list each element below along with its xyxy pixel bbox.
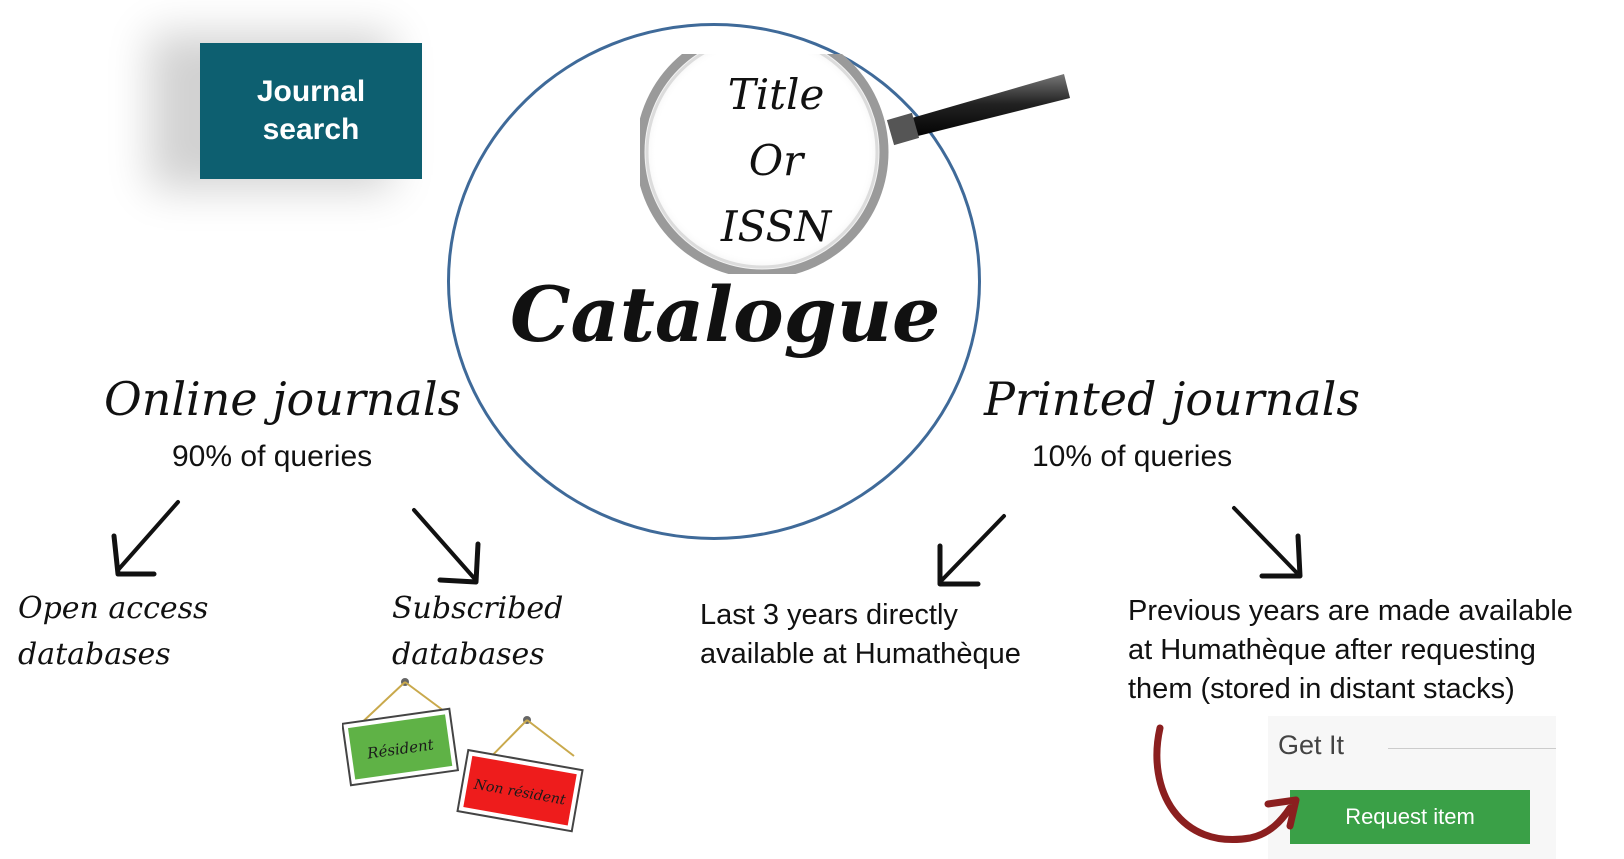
open-access-line2: databases: [18, 637, 171, 672]
arrow-down-right-icon: [412, 508, 481, 585]
catalogue-title: Catalogue: [510, 270, 941, 359]
journal-search-line1: Journal: [256, 75, 366, 108]
get-it-divider: [1388, 748, 1556, 749]
arrow-down-left-icon: [937, 514, 1006, 587]
printed-journals-title: Printed journals: [984, 372, 1360, 426]
open-access-line1: Open access: [18, 591, 209, 626]
subscribed-line2: databases: [392, 637, 545, 672]
catalogue-circle: [447, 23, 981, 540]
subscribed-label: Subscribed databases: [392, 586, 563, 678]
recent-years-line2: available at Humathèque: [700, 638, 1021, 670]
curved-arrow-icon: [1153, 724, 1300, 843]
lens-issn: ISSN: [720, 202, 832, 251]
journal-search-line2: search: [262, 113, 360, 146]
previous-years-text: Previous years are made available at Hum…: [1128, 592, 1573, 709]
recent-years-text: Last 3 years directly available at Humat…: [700, 596, 1021, 674]
open-access-label: Open access databases: [18, 586, 208, 678]
previous-years-line3: them (stored in distant stacks): [1128, 673, 1515, 705]
lens-text: Title Or ISSN: [666, 62, 886, 260]
online-journals-title: Online journals: [104, 372, 462, 426]
arrow-down-left-icon: [111, 500, 180, 577]
journal-search-box: Journal search: [200, 43, 422, 179]
lens-or: Or: [748, 136, 804, 185]
printed-journals-share: 10% of queries: [1032, 440, 1233, 473]
magnifier-icon: [640, 54, 1070, 274]
request-item-button[interactable]: Request item: [1290, 790, 1530, 844]
resident-signs: Résident Non résident: [342, 678, 584, 833]
non-resident-sign-fill: [463, 755, 577, 826]
get-it-panel: Get It Request item: [1268, 716, 1556, 859]
online-journals-share: 90% of queries: [172, 440, 373, 473]
previous-years-line2: at Humathèque after requesting: [1128, 634, 1536, 666]
arrow-down-right-icon: [1232, 506, 1303, 579]
previous-years-line1: Previous years are made available: [1128, 595, 1573, 627]
subscribed-line1: Subscribed: [392, 591, 564, 626]
get-it-label: Get It: [1278, 730, 1345, 760]
recent-years-line1: Last 3 years directly: [700, 599, 958, 631]
lens-title: Title: [727, 70, 825, 119]
resident-sign-fill: [347, 714, 453, 780]
